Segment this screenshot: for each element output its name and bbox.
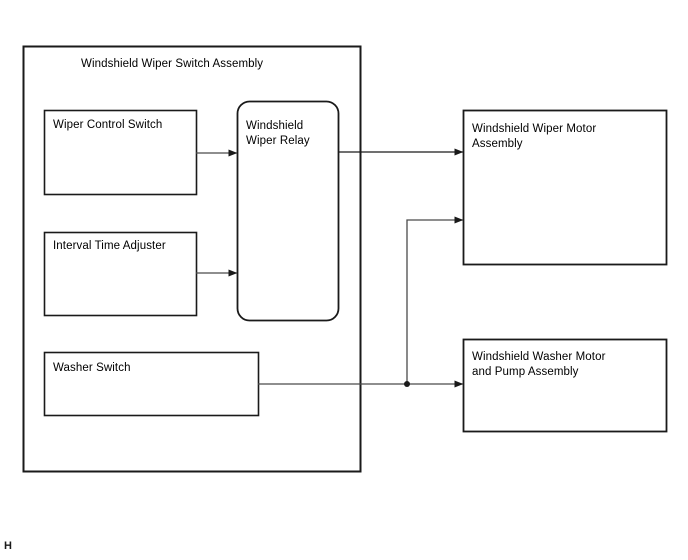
assembly-title: Windshield Wiper Switch Assembly (81, 58, 264, 70)
washer-switch-label: Washer Switch (53, 362, 131, 374)
wiper-control-switch-box (43, 109, 198, 196)
windshield-washer-motor-and-pump-assembly-label: Windshield Washer Motor and Pump Assembl… (472, 351, 606, 378)
page-corner-mark: H (4, 540, 12, 552)
assembly-container-box (22, 45, 362, 473)
windshield-washer-motor-and-pump-assembly-box (462, 338, 668, 433)
windshield-wiper-motor-assembly-label: Windshield Wiper Motor Assembly (472, 123, 597, 150)
interval-time-adjuster-box (43, 231, 198, 317)
windshield-wiper-relay-box (236, 100, 340, 322)
windshield-wiper-relay-label: Windshield Wiper Relay (246, 120, 310, 147)
washer-line-junction-dot (404, 381, 410, 387)
windshield-wiper-motor-assembly-box (462, 109, 668, 266)
connector-washer-branch-to-wiper-motor-assembly (406, 216, 464, 384)
interval-time-adjuster-label: Interval Time Adjuster (53, 240, 166, 252)
wiper-control-switch-label: Wiper Control Switch (53, 119, 163, 131)
